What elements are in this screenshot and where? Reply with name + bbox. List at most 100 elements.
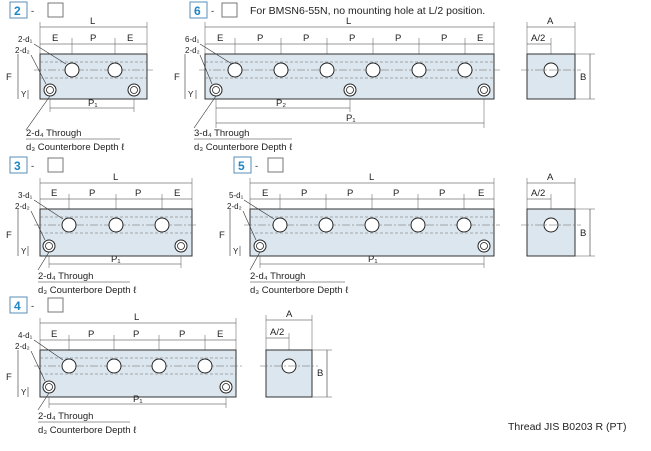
variant-3-P: P (89, 188, 95, 199)
variant-2-mount-hole (127, 83, 141, 97)
variant-4-number-box (9, 296, 28, 314)
variant-6-port-hole (457, 62, 473, 78)
variant-3-through-label: 2-d₄ Through (38, 271, 93, 282)
side-view-middle-A-half-label: A/2 (531, 188, 545, 199)
variant-3-mount-hole (174, 239, 188, 253)
variant-5-port-hole (272, 217, 288, 233)
variant-5-port-hole (410, 217, 426, 233)
variant-5-P: P (439, 188, 445, 199)
variant-4-P1-label: P₁ (133, 394, 143, 405)
variant-4-mount-hole (219, 380, 233, 394)
variant-6-port-hole (273, 62, 289, 78)
side-view-bottom: A A/2 B (260, 309, 332, 398)
side-view-bottom-B-label: B (317, 368, 323, 379)
variant-5-number: 5 (238, 159, 245, 173)
variant-2-P1-label: P₁ (88, 98, 98, 109)
variant-3-P1-label: P₁ (111, 254, 121, 265)
variant-5-d2-label: 2-d₂ (227, 202, 242, 211)
variant-3-d1-label: 3-d₁ (18, 191, 33, 200)
variant-6-separator: - (211, 6, 214, 17)
variant-2: 2 - L E P E 2-d₁ 2-d₂ F Y P₁ (6, 1, 153, 153)
variant-2-port-hole (107, 62, 123, 78)
variant-3-F-label: F (6, 230, 12, 241)
variant-6-mount-hole (477, 83, 491, 97)
variant-3-counterbore-label: d₃ Counterbore Depth ℓ (38, 285, 137, 296)
variant-6-Y-label: Y (188, 90, 194, 99)
variant-3-port-hole (108, 217, 124, 233)
variant-4-Y-label: Y (21, 388, 27, 397)
thread-standard-note: Thread JIS B0203 R (PT) (508, 421, 626, 433)
side-view-middle-A-label: A (547, 172, 554, 183)
variant-6-d1-label: 6-d₁ (185, 35, 200, 44)
variant-4-separator: - (31, 301, 34, 312)
variant-4-L-label: L (134, 312, 139, 323)
variant-5-port-hole (364, 217, 380, 233)
variant-6-P: P (395, 33, 401, 44)
side-view-middle: A A/2 B (521, 172, 595, 257)
side-view-bottom-A-half-label: A/2 (270, 327, 284, 338)
variant-6-P: P (257, 33, 263, 44)
variant-5-separator: - (255, 161, 258, 172)
variant-2-through-label: 2-d₄ Through (26, 128, 81, 139)
side-view-top: A A/2 B (521, 16, 595, 100)
variant-6-P1-label: P₁ (346, 113, 356, 124)
variant-5-Y-label: Y (233, 247, 239, 256)
variant-6-mount-hole (209, 83, 223, 97)
variant-3: 3 - L E P P E 3-d₁ 2-d₂ F Y P₁ 2-d₄ Thro… (6, 156, 198, 296)
variant-2-Y-label: Y (21, 90, 27, 99)
variant-6-E-right: E (477, 33, 483, 44)
variant-5-E-right: E (478, 188, 484, 199)
variant-4-counterbore-label: d₃ Counterbore Depth ℓ (38, 425, 137, 436)
variant-3-number: 3 (14, 159, 21, 173)
variant-4-d1-label: 4-d₁ (18, 331, 33, 340)
variant-5-mount-hole (253, 239, 267, 253)
variant-6-number-box (189, 1, 208, 19)
variant-4-mount-hole (42, 380, 56, 394)
variant-3-separator: - (31, 161, 34, 172)
variant-4-number: 4 (14, 299, 21, 313)
variant-4-body (39, 349, 237, 398)
variant-2-counterbore-label: d₃ Counterbore Depth ℓ (26, 142, 125, 153)
variant-3-L-label: L (113, 172, 118, 183)
variant-6-mount-hole (343, 83, 357, 97)
variant-2-d1-label: 2-d₁ (18, 35, 33, 44)
variant-6-port-hole (227, 62, 243, 78)
variant-5-port-hole (456, 217, 472, 233)
variant-2-mount-hole (43, 83, 57, 97)
variant-2-P: P (90, 33, 96, 44)
variant-2-port-hole (64, 62, 80, 78)
variant-3-E-left: E (51, 188, 57, 199)
variant-5-E-left: E (262, 188, 268, 199)
variant-4-port-hole (61, 358, 77, 374)
variant-3-d2-label: 2-d₂ (15, 202, 30, 211)
variant-2-separator: - (31, 6, 34, 17)
variant-4-F-label: F (6, 372, 12, 383)
variant-6-note: For BMSN6-55N, no mounting hole at L/2 p… (250, 5, 485, 17)
variant-3-empty-box (47, 157, 64, 173)
variant-2-d2-label: 2-d₂ (15, 46, 30, 55)
variant-4-P: P (133, 329, 139, 340)
variant-6: 6 - For BMSN6-55N, no mounting hole at L… (174, 1, 500, 153)
variant-5-port-hole (318, 217, 334, 233)
variant-6-port-hole (365, 62, 381, 78)
variant-5-P: P (301, 188, 307, 199)
side-view-middle-B-label: B (580, 228, 586, 239)
variant-5-P: P (393, 188, 399, 199)
variant-5-F-label: F (219, 230, 225, 241)
variant-4-through-label: 2-d₄ Through (38, 411, 93, 422)
variant-6-through-label: 3-d₄ Through (194, 128, 249, 139)
variant-4-d2-label: 2-d₂ (15, 342, 30, 351)
variant-5-P: P (347, 188, 353, 199)
variant-2-number-box (9, 1, 28, 19)
variant-6-port-hole (411, 62, 427, 78)
variant-2-number: 2 (14, 4, 21, 18)
variant-4-port-hole (151, 358, 167, 374)
variant-4-P: P (88, 329, 94, 340)
variant-6-E-left: E (217, 33, 223, 44)
variant-5-empty-box (267, 157, 284, 173)
variant-6-P: P (349, 33, 355, 44)
variant-6-F-label: F (174, 72, 180, 83)
variant-4-port-hole (106, 358, 122, 374)
variant-6-P2-label: P₂ (276, 98, 286, 109)
variant-3-port-hole (61, 217, 77, 233)
